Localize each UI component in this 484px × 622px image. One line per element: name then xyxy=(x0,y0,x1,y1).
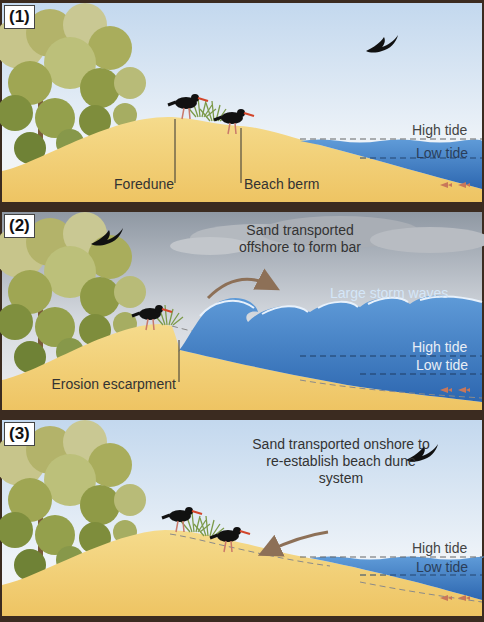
part-label: Foredune xyxy=(104,176,174,193)
tide-label: High tide xyxy=(412,339,482,356)
tide-label: High tide xyxy=(412,540,482,557)
panel-number: (2) xyxy=(9,216,30,235)
panel-number-box: (2) xyxy=(4,214,35,238)
tide-label: Low tide xyxy=(416,559,482,576)
panel-number: (3) xyxy=(9,424,30,443)
process-note: Sand transported offshore to form bar xyxy=(220,222,380,256)
tide-label: Low tide xyxy=(416,357,482,374)
panel-number-box: (3) xyxy=(4,422,35,446)
panel-recovery xyxy=(0,420,484,616)
panel-calm xyxy=(0,3,482,202)
wave-label: Large storm waves xyxy=(330,285,480,302)
tide-label: High tide xyxy=(412,122,482,139)
panel-number-box: (1) xyxy=(4,5,35,29)
panel-number: (1) xyxy=(9,7,30,26)
process-note: Sand transported onshore to re-establish… xyxy=(248,436,434,487)
part-label: Beach berm xyxy=(244,176,344,193)
panel-storm xyxy=(0,212,484,410)
part-label: Erosion escarpment xyxy=(20,376,176,393)
tide-label: Low tide xyxy=(416,145,482,162)
